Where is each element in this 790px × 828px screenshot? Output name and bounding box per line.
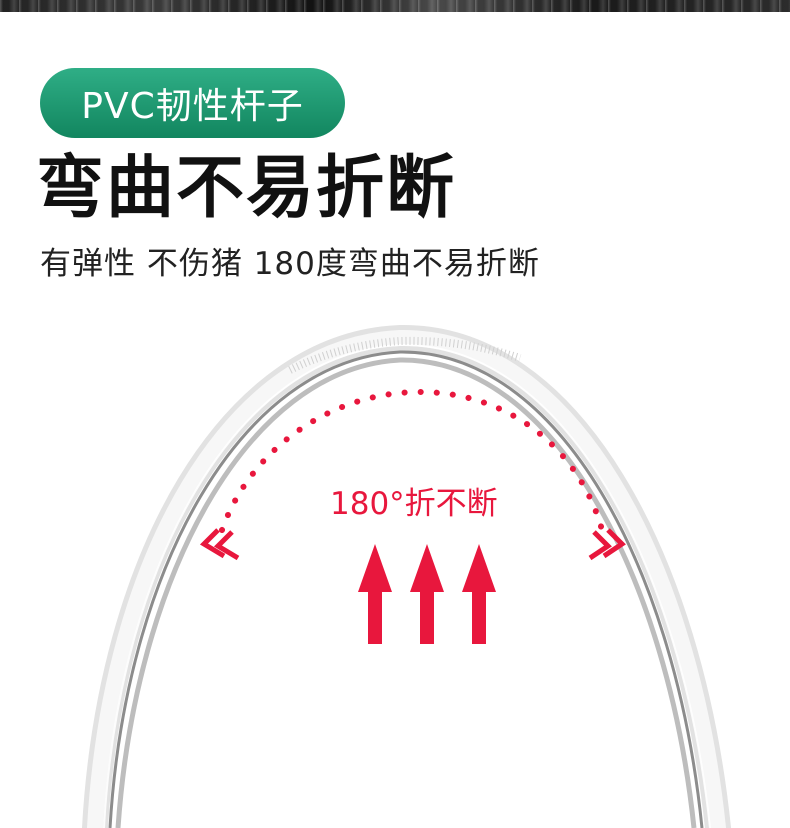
rod-texture bbox=[288, 336, 522, 374]
feature-badge-label: PVC韧性杆子 bbox=[81, 86, 304, 127]
double-chevron-left-icon bbox=[199, 528, 240, 561]
top-strip-texture bbox=[0, 0, 790, 12]
rod-outer-tube-highlight bbox=[87, 329, 726, 828]
up-arrow-icon bbox=[462, 544, 496, 644]
up-arrow-icon bbox=[358, 544, 392, 644]
feature-badge: PVC韧性杆子 bbox=[40, 68, 345, 138]
rod-core-highlight bbox=[103, 343, 711, 828]
up-arrow-icon bbox=[410, 544, 444, 644]
page-headline: 弯曲不易折断 bbox=[36, 149, 457, 228]
page-subline: 有弹性 不伤猪 180度弯曲不易折断 bbox=[40, 246, 540, 282]
bend-angle-label: 180°折不断 bbox=[330, 486, 498, 522]
rod-inner-edge bbox=[108, 350, 704, 828]
dotted-arc-icon bbox=[219, 388, 605, 533]
top-decorative-strip bbox=[0, 0, 790, 12]
bent-rod-illustration bbox=[82, 324, 731, 828]
rod-outer-tube bbox=[82, 324, 731, 828]
rod-core bbox=[115, 357, 697, 828]
double-chevron-right-icon bbox=[588, 528, 626, 561]
